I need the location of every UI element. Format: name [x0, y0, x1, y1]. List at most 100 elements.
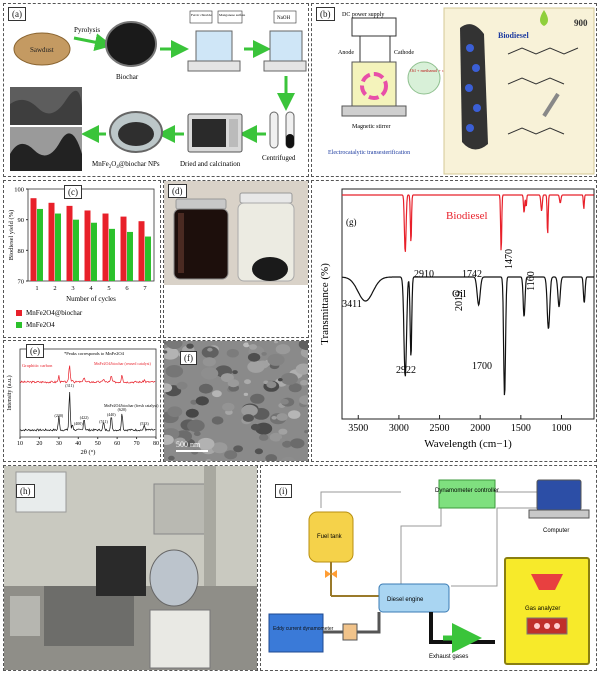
- mixture-bubble: [407, 61, 441, 95]
- jar-clear-lid: [239, 192, 293, 204]
- reactor-swirl: [360, 72, 388, 100]
- sem-grain: [277, 378, 283, 382]
- sem-grain: [168, 455, 175, 461]
- sem-grain: [222, 402, 235, 412]
- panel-label-i: (i): [275, 484, 292, 498]
- biodiesel-mech-label: Biodiesel: [498, 31, 529, 40]
- sem-grain: [266, 381, 277, 389]
- sem-grain: [193, 431, 201, 437]
- sem-grain: [190, 399, 198, 405]
- engine-block: [96, 546, 146, 596]
- sem-grain: [274, 341, 278, 344]
- sem-grain: [176, 381, 188, 390]
- gas-led-1: [534, 623, 540, 629]
- peak-label-6: (620): [118, 407, 127, 412]
- peak-label-4: (511): [99, 419, 108, 424]
- sem-grain: [271, 416, 277, 420]
- panel-h: (h): [3, 465, 258, 671]
- x-tick-label-5: 1000: [551, 423, 571, 434]
- eddy-dyno: [268, 613, 324, 653]
- sem-grain: [261, 352, 267, 356]
- band-annotation-7: 1160: [526, 271, 537, 291]
- peak-label-2: (400): [74, 421, 83, 426]
- manganese-sulfate-label: Manganese sulfate: [219, 13, 246, 17]
- ftir-biodiesel-line: [342, 194, 594, 252]
- bar-s2-c5: [109, 228, 115, 281]
- exhaust-pipe: [204, 466, 216, 586]
- laptop-screen: [536, 479, 582, 511]
- bar-s1-c3: [66, 205, 73, 281]
- nine-hundred-label: 900: [574, 18, 588, 28]
- sem-grain: [300, 379, 308, 386]
- sem-grain: [282, 440, 292, 448]
- tube-1: [269, 111, 279, 149]
- series-label-oil: Oil: [452, 288, 466, 300]
- bar-s2-c6: [127, 231, 133, 281]
- sem-grain: [280, 372, 298, 385]
- panel-label-d: (d): [168, 184, 187, 198]
- sem-grain: [211, 442, 228, 454]
- catalyst-dot-2: [472, 64, 480, 72]
- catalyst-dot-5: [466, 124, 474, 132]
- oven-controls: [229, 119, 238, 147]
- sem-grain: [202, 357, 216, 367]
- band-annotation-0: 3411: [342, 299, 362, 310]
- diesel-engine: [378, 583, 450, 613]
- sem-grain: [249, 344, 257, 350]
- x-tick-label-4: 50: [95, 441, 101, 447]
- sem-grain: [197, 437, 215, 450]
- sem-grain: [244, 379, 251, 385]
- sem-grain: [227, 379, 240, 388]
- tube-sediment: [286, 134, 294, 148]
- x-tick-label-1: 20: [36, 441, 42, 447]
- band-annotation-6: 1470: [504, 249, 515, 269]
- bar-s2-c4: [91, 222, 97, 281]
- signal-line-ctrl-engine: [400, 508, 442, 592]
- eddy-label: Eddy current dynamometer: [273, 626, 334, 632]
- bar-s1-c5: [102, 213, 109, 281]
- bar-s2-c3: [73, 219, 79, 281]
- sem-grain: [195, 396, 209, 406]
- panel-label-b: (b): [316, 7, 335, 21]
- sem-grain: [233, 445, 243, 453]
- band-annotation-1: 2922: [396, 365, 416, 376]
- panel-i: (i) Dynamometer controller Computer Fuel…: [260, 465, 597, 671]
- x-tick-label-0: 1: [35, 285, 38, 292]
- peak-label-0: (220): [55, 413, 64, 418]
- x-tick-label-6: 70: [134, 441, 140, 447]
- sem-grain: [164, 350, 168, 354]
- bar-s2-c2: [55, 213, 61, 281]
- sem-grain: [275, 344, 291, 355]
- sem-grain: [250, 423, 261, 431]
- sem-grain: [288, 383, 302, 393]
- sem-grain: [201, 346, 219, 359]
- product-label: MnFe2O4@biochar NPs: [92, 160, 160, 170]
- sem-grain: [250, 393, 265, 404]
- sem-grain: [280, 398, 289, 405]
- molecule-top: [507, 47, 579, 55]
- fuel-valve: [325, 570, 337, 578]
- sem-grain: [247, 352, 261, 362]
- band-annotation-5: 1700: [472, 361, 492, 372]
- molecule-mid: [507, 77, 565, 85]
- dyno-controller-box: [438, 479, 496, 509]
- x-axis-label: 2θ (°): [81, 449, 96, 456]
- biochar-dish: [105, 21, 157, 67]
- signal-line-top: [320, 491, 401, 508]
- y-axis-label: Biodiesel yield (%): [8, 210, 15, 261]
- scale-label: 500 nm: [176, 440, 201, 449]
- x-tick-label-6: 7: [143, 285, 147, 292]
- x-tick-label-3: 2000: [470, 423, 490, 434]
- sem-grain: [164, 347, 179, 360]
- dc-power-box: [351, 17, 397, 37]
- x-tick-label-0: 3500: [348, 423, 368, 434]
- dyno-controller-label: Dynamometer controller: [435, 488, 499, 494]
- panel-f: 500 nm (f): [163, 340, 309, 462]
- panel-label-f: (f): [180, 351, 197, 365]
- panel-label-a: (a): [8, 7, 26, 21]
- x-tick-label-1: 2: [53, 285, 56, 292]
- panel-label-e: (e): [26, 344, 44, 358]
